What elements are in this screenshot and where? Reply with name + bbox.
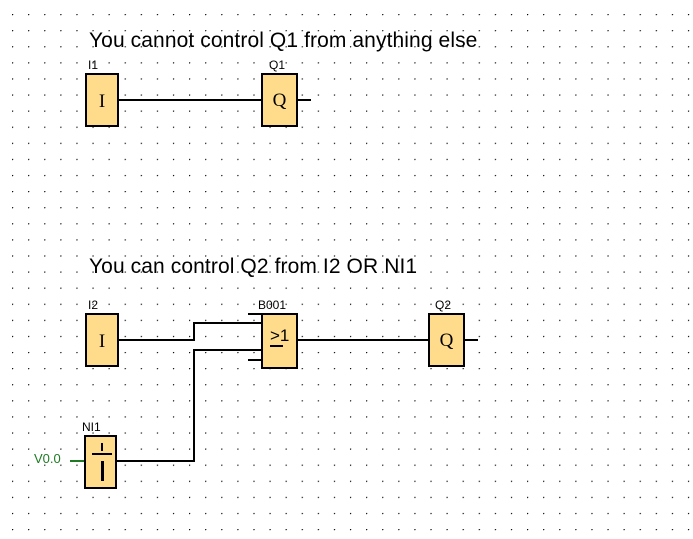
block-label-i1: I1 [88, 58, 99, 72]
block-glyph-q2: Q [439, 330, 454, 351]
wire-ni1-horizontal[interactable] [117, 460, 195, 462]
wire-i2-horizontal[interactable] [119, 339, 195, 341]
or-input-stub-1[interactable] [248, 322, 261, 324]
block-glyph-q1: Q [272, 90, 287, 111]
or-input-stub-top[interactable] [248, 313, 261, 315]
block-label-q2: Q2 [435, 298, 452, 312]
wire-q2-output-stub[interactable] [465, 339, 478, 341]
wire-ni1-to-or-input2[interactable] [193, 349, 261, 351]
block-b001-or-gate[interactable]: >1 [261, 313, 298, 369]
block-label-b001: B001 [258, 298, 287, 312]
block-q1[interactable]: Q [261, 73, 298, 127]
wire-i1-to-q1[interactable] [119, 99, 261, 101]
block-i2[interactable]: I [85, 313, 119, 367]
block-i1[interactable]: I [85, 73, 119, 127]
ni1-tick-icon [101, 443, 103, 451]
ni1-input-icon [101, 461, 104, 481]
wire-i2-vertical[interactable] [193, 322, 195, 341]
wire-ni1-vertical[interactable] [193, 349, 195, 462]
block-label-ni1: NI1 [82, 420, 101, 434]
wire-green-v0-0-to-ni1[interactable] [70, 460, 84, 462]
or-gate-glyph: >1 [270, 326, 290, 345]
wire-q1-output-stub[interactable] [298, 99, 311, 101]
block-label-i2: I2 [88, 298, 99, 312]
heading-cannot-control-q1: You cannot control Q1 from anything else [89, 29, 478, 52]
wire-b001-to-q2[interactable] [298, 339, 428, 341]
block-ni1[interactable] [84, 435, 117, 489]
ni1-bar-icon [92, 453, 112, 455]
block-glyph-i1: I [98, 91, 106, 112]
signal-label-v0-0: V0.0 [34, 451, 61, 466]
block-label-q1: Q1 [269, 58, 286, 72]
block-q2[interactable]: Q [428, 313, 465, 367]
or-input-stub-2[interactable] [248, 349, 261, 351]
or-input-stub-bottom[interactable] [248, 359, 261, 361]
or-gate-underline-icon [270, 345, 283, 347]
wire-i2-to-or-input1[interactable] [193, 322, 261, 324]
block-glyph-i2: I [98, 331, 106, 352]
heading-can-control-q2: You can control Q2 from I2 OR NI1 [89, 255, 418, 278]
